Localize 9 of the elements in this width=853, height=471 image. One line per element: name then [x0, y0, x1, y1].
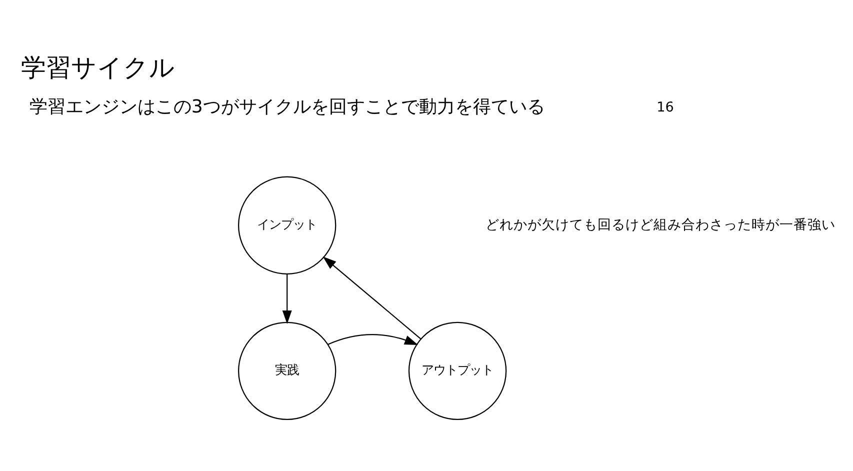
node-circle: アウトプット: [408, 322, 507, 420]
label: 学習エンジンはこの3つがサイクルを回すことで動力を得ている: [29, 96, 545, 118]
arrow: [282, 274, 292, 324]
node-circle: 実践: [238, 322, 336, 420]
diagram-title: 学習サイクル: [21, 52, 176, 82]
arrow: [322, 256, 422, 340]
label: 16: [656, 99, 674, 116]
label: どれかが欠けても回るけど組み合わさった時が一番強い: [486, 216, 836, 233]
arrow: [328, 334, 418, 345]
